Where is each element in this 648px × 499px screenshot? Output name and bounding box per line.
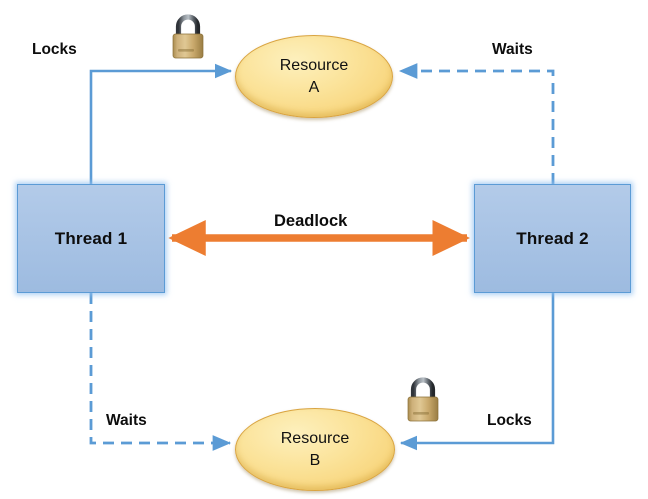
edge-thread2-locks-resourceB	[399, 293, 555, 451]
thread-1-label: Thread 1	[54, 228, 128, 248]
resource-b-label-line1: Resource	[280, 429, 350, 447]
resource-a-label-line1: Resource	[279, 56, 349, 74]
edge-label-waits-top: Waits	[492, 41, 533, 58]
edge-thread2-waits-resourceA	[398, 63, 555, 184]
padlock-icon	[172, 14, 204, 59]
edge-thread1-locks-resourceA	[89, 63, 233, 184]
edge-label-locks-top: Locks	[32, 41, 77, 58]
resource-b-label-line2: B	[309, 451, 321, 469]
edge-label-locks-bottom: Locks	[487, 412, 532, 429]
padlock-icon	[407, 377, 439, 422]
node-thread-1[interactable]: Thread 1	[17, 184, 165, 293]
node-resource-b[interactable]: Resource B	[235, 408, 395, 491]
node-resource-a[interactable]: Resource A	[235, 35, 393, 118]
resource-a-label-line2: A	[308, 78, 320, 96]
thread-2-label: Thread 2	[516, 228, 589, 248]
edge-thread1-waits-resourceB	[89, 293, 232, 451]
node-thread-2[interactable]: Thread 2	[474, 184, 631, 293]
edge-label-deadlock: Deadlock	[274, 212, 348, 230]
edge-label-waits-bottom: Waits	[106, 412, 147, 429]
